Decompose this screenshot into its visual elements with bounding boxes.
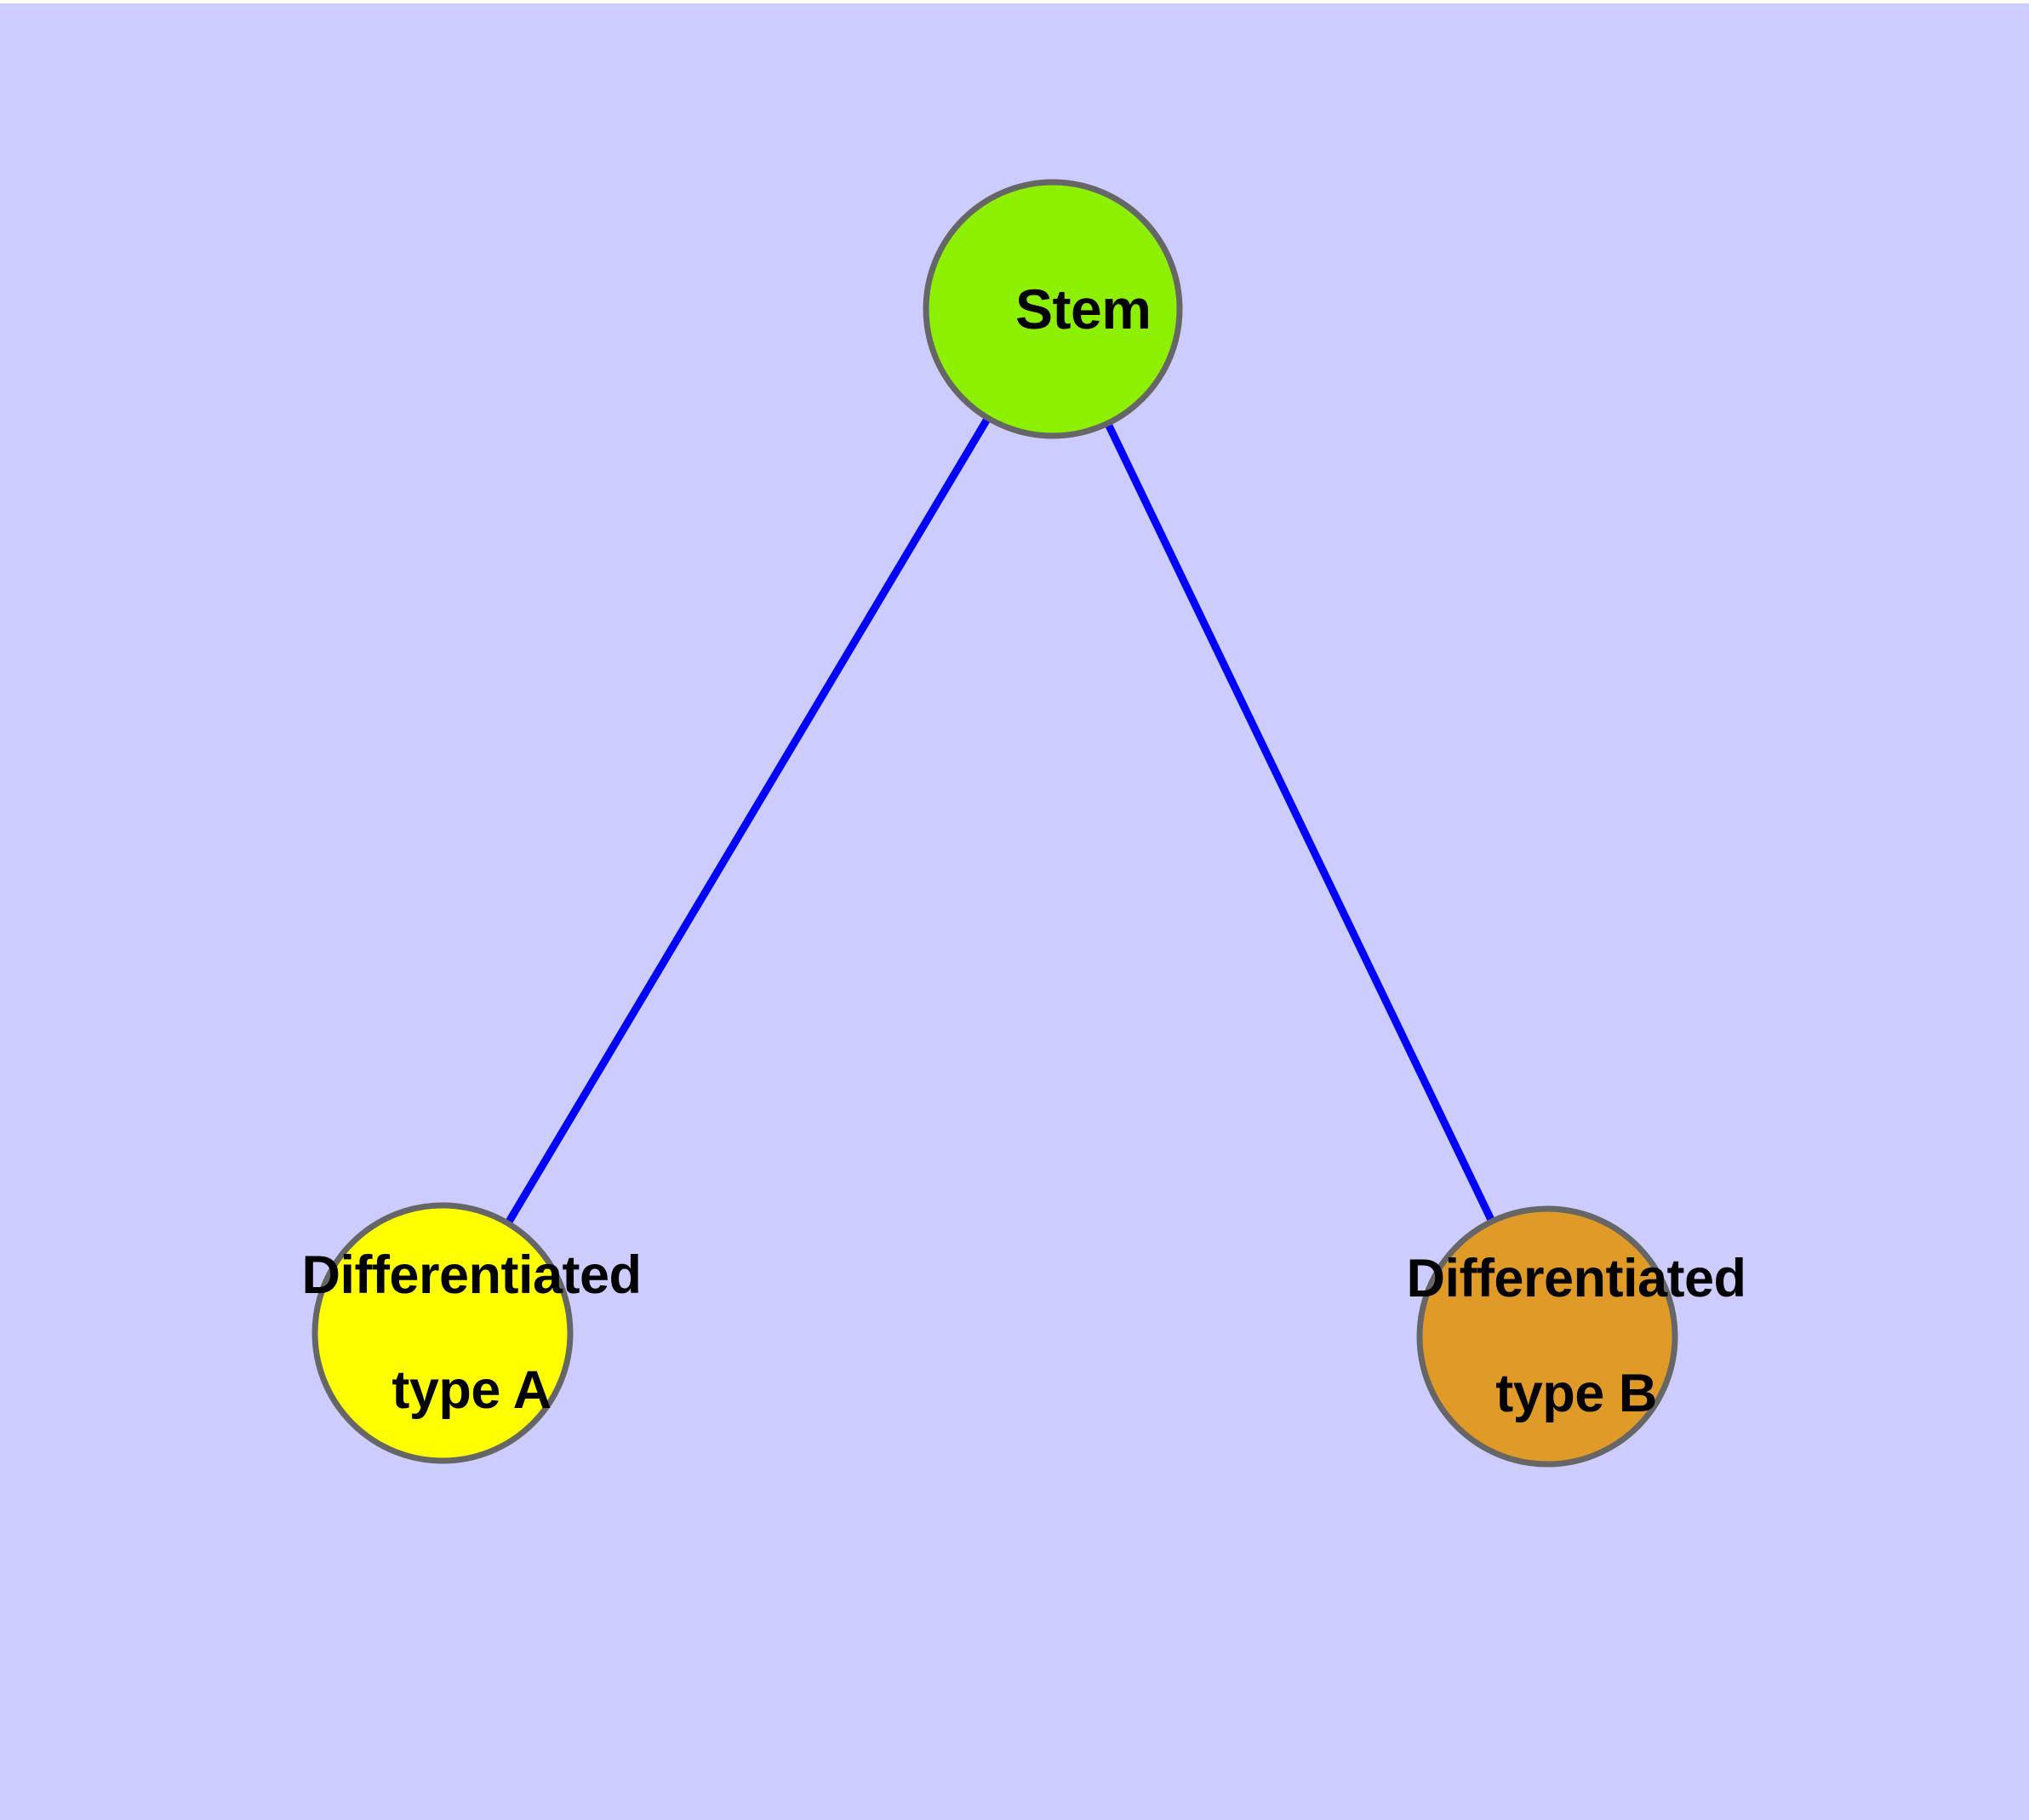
edge-layer bbox=[439, 306, 1552, 1338]
edge-stem-to-differentiated-b[interactable] bbox=[1049, 307, 1552, 1338]
node-differentiated-type-a[interactable] bbox=[311, 1202, 574, 1464]
node-stem[interactable] bbox=[923, 179, 1183, 439]
node-differentiated-type-b[interactable] bbox=[1416, 1205, 1678, 1468]
node-layer bbox=[311, 179, 1678, 1468]
edge-stem-to-differentiated-a[interactable] bbox=[439, 306, 1056, 1336]
